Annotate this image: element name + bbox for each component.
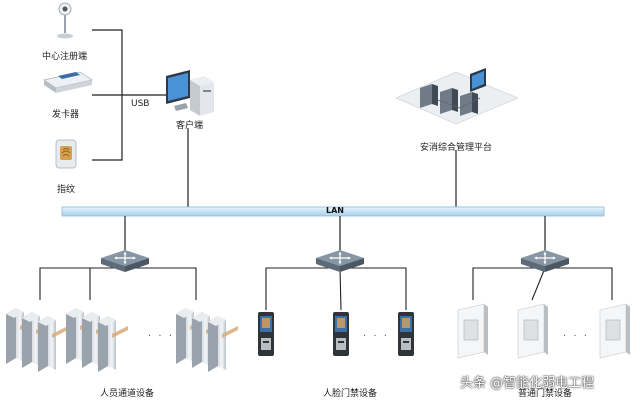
card-issuer-label: 发卡器	[52, 110, 80, 120]
turnstile-group-label: 人员通道设备	[100, 389, 155, 399]
fingerprint-label: 指纹	[57, 185, 76, 195]
door-controller-icon	[457, 303, 631, 359]
registration-camera-icon	[57, 2, 73, 39]
turnstile-branch-lines	[39, 267, 197, 300]
lan-bar	[61, 206, 605, 217]
door-branch-lines	[472, 267, 613, 301]
door-ellipsis: · · ·	[563, 331, 589, 342]
switch-icon-3	[520, 249, 570, 273]
client-computer-icon	[166, 70, 214, 116]
turnstile-device-icon	[6, 308, 238, 372]
platform-server-icon	[395, 68, 519, 125]
face-group-label: 人脸门禁设备	[323, 389, 378, 399]
usb-link-lines	[92, 29, 166, 161]
platform-label: 安消综合管理平台	[420, 143, 493, 153]
card-issuer-icon	[43, 71, 93, 93]
lan-label: LAN	[326, 206, 344, 215]
client-label: 客户端	[176, 121, 204, 131]
face-ellipsis: · · ·	[363, 331, 389, 342]
door-group-label: 普通门禁设备	[518, 389, 573, 399]
switch-icon-2	[315, 249, 365, 273]
fingerprint-reader-icon	[55, 139, 77, 169]
switch-icon-1	[100, 249, 150, 273]
face-branch-lines	[265, 267, 407, 311]
registration-label: 中心注册端	[42, 52, 88, 62]
face-terminal-icon	[258, 312, 414, 356]
turnstile-ellipsis: · · ·	[148, 331, 174, 342]
watermark: 头条 @智能化弱电工程	[460, 376, 595, 391]
usb-label: USB	[131, 99, 150, 109]
